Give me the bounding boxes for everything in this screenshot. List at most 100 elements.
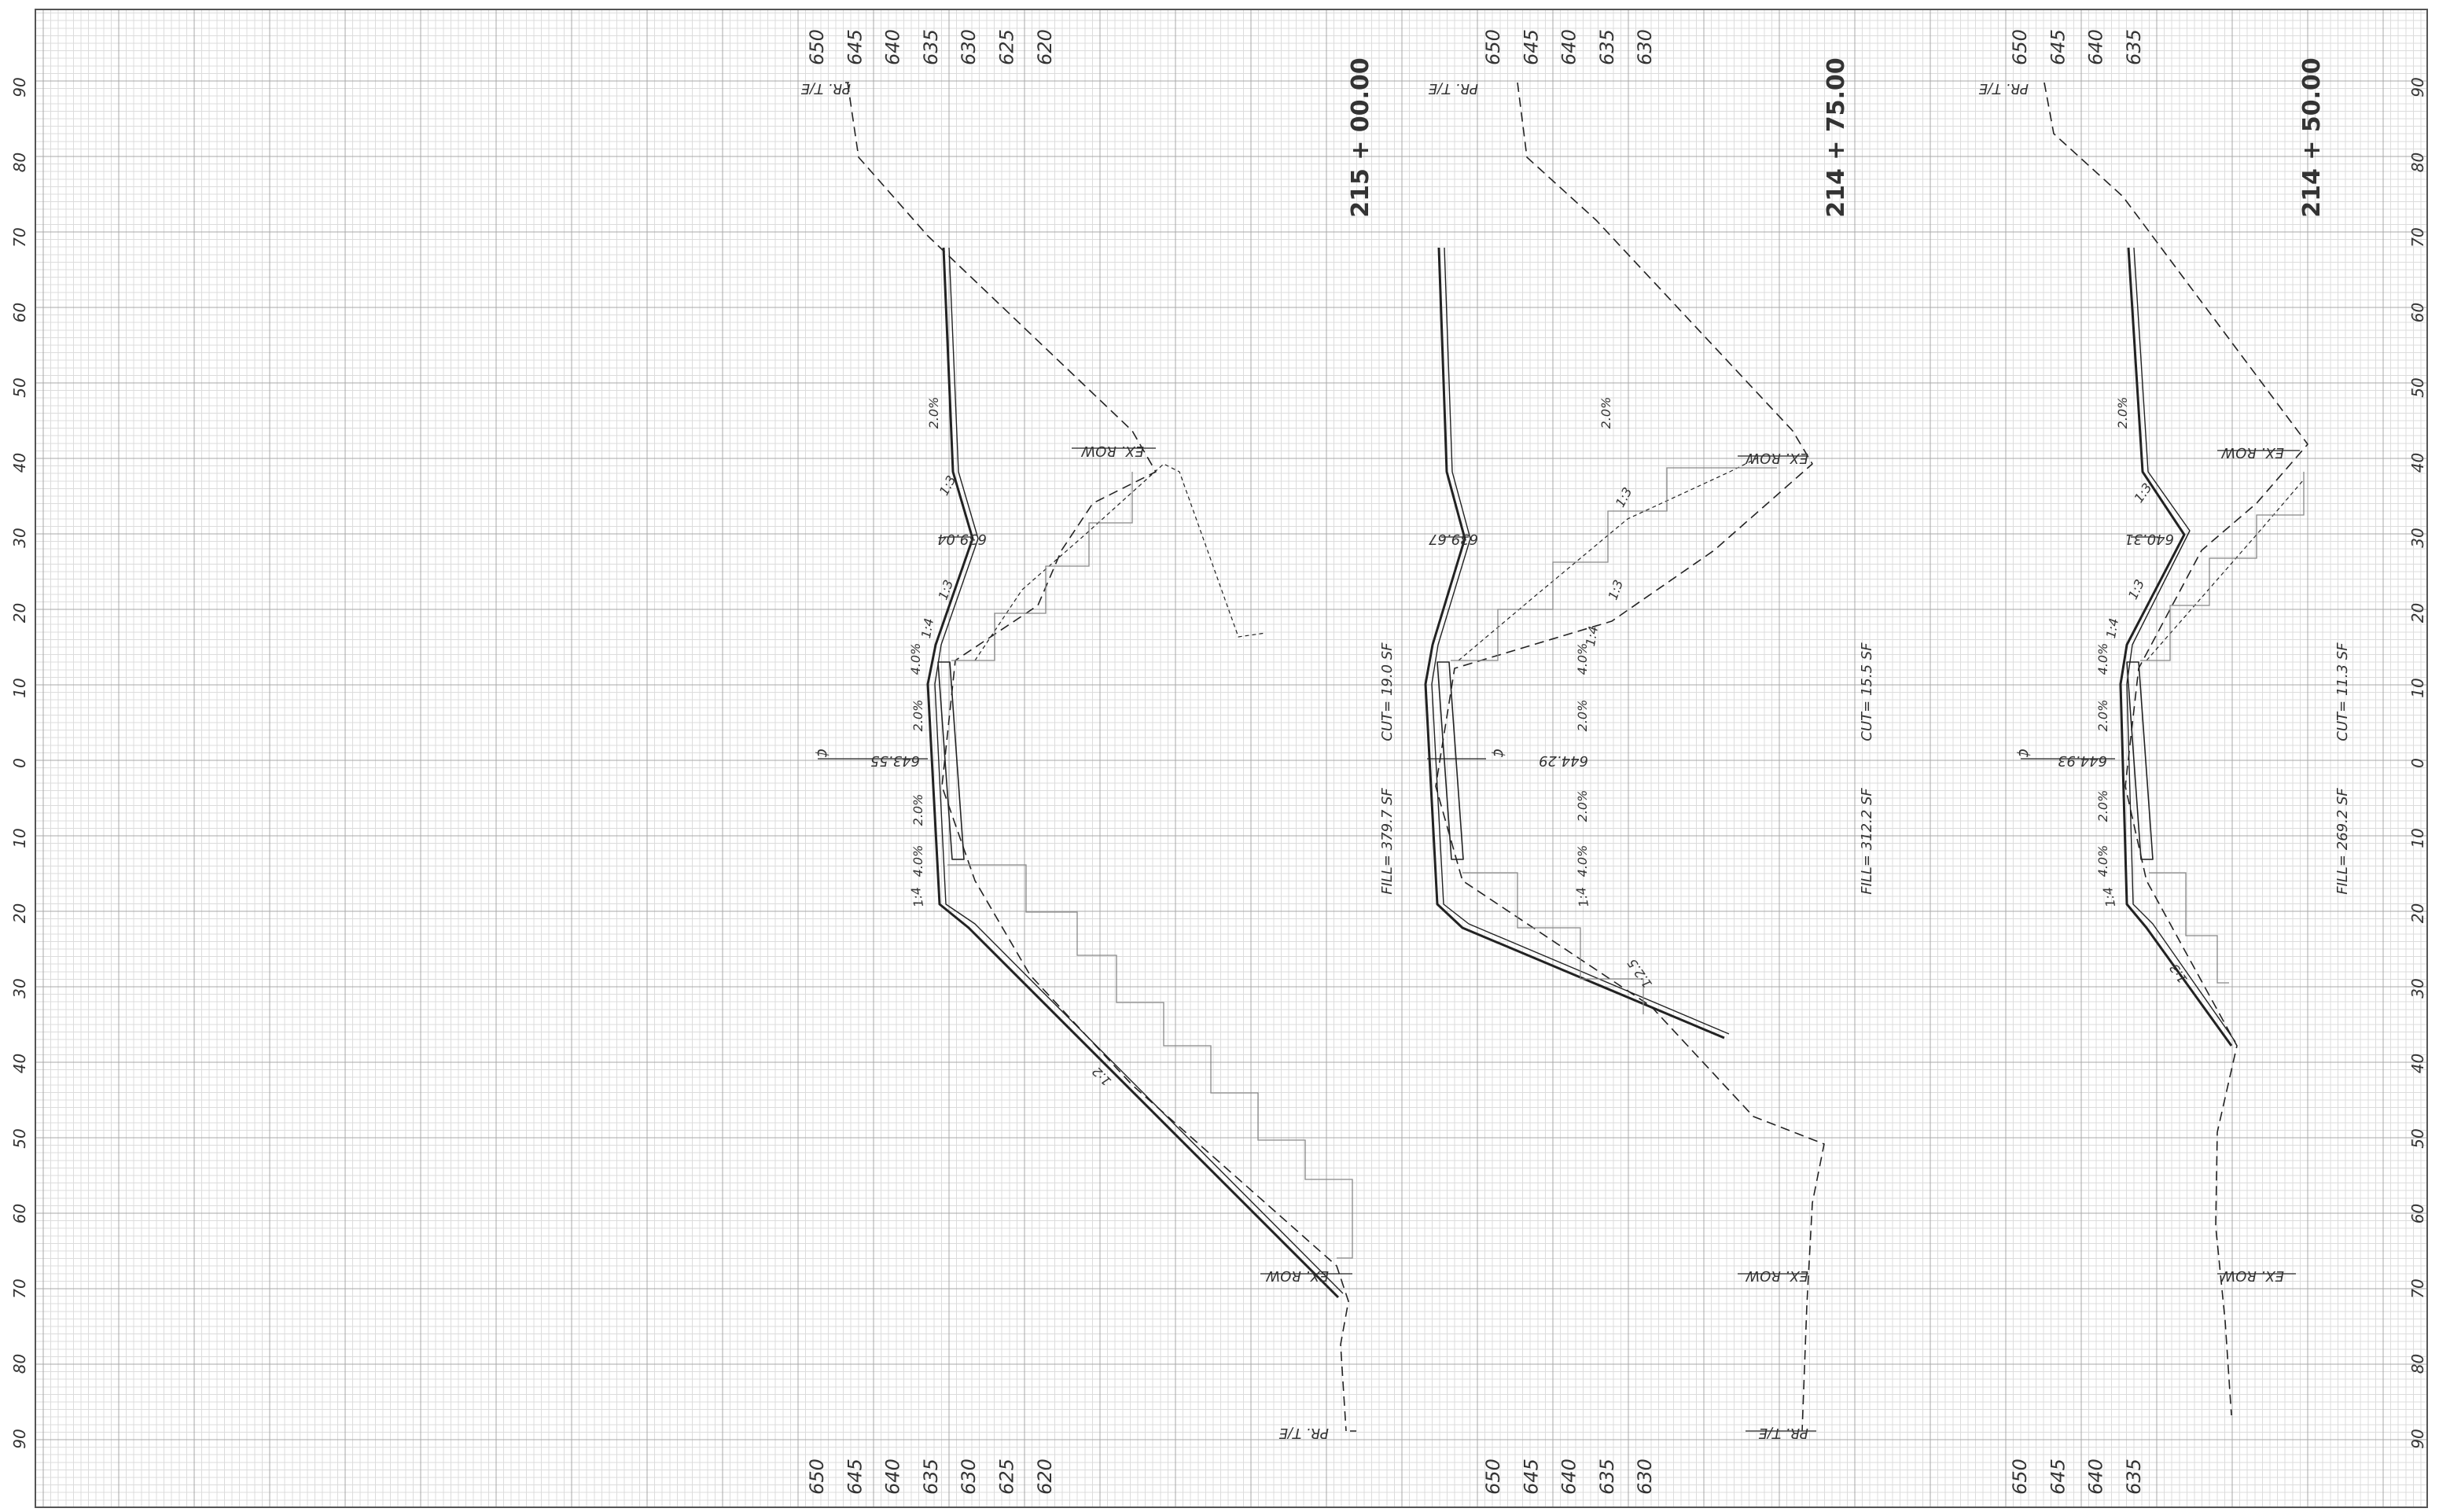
offset-tick-label: 80 [10, 153, 29, 172]
offset-tick-label: 40 [10, 1054, 29, 1073]
leaders [1427, 455, 1816, 1432]
offset-tick-label: 50 [2408, 1128, 2427, 1148]
elevation-label: 650 [806, 1459, 828, 1495]
slope-label: 1:4 [908, 886, 926, 909]
elevation-label: 635 [920, 1459, 942, 1495]
slope-label: 1:4 [2103, 617, 2121, 640]
existing-ground-alt [1458, 455, 1762, 661]
ex-row-label-bottom: EX. ROW [1745, 1267, 1808, 1284]
grade-label: 2.0% [2115, 397, 2130, 429]
elevation-label: 630 [1634, 29, 1656, 65]
offset-tick-label: 30 [10, 528, 29, 547]
elevation-label: 620 [1034, 1459, 1056, 1495]
grade-label: 4.0% [2095, 845, 2110, 877]
grade-label: 4.0% [1575, 845, 1590, 877]
elevation-label: 645 [1520, 29, 1542, 65]
offset-tick-label: 30 [2408, 528, 2427, 547]
slope-label: 1:4 [1573, 886, 1591, 909]
offset-tick-label: 80 [2408, 1354, 2427, 1374]
excavation-stairs [2140, 472, 2305, 984]
elevation-label: 650 [1482, 1459, 1504, 1495]
centerline-symbol: ¢ [814, 749, 833, 759]
offset-tick-label: 0 [10, 758, 29, 768]
elevation-label: 640 [1558, 29, 1580, 65]
pavement-box [937, 661, 965, 860]
elevation-label: 645 [844, 29, 866, 65]
sheet-border [35, 9, 2428, 1508]
elevation-label: 650 [2009, 1459, 2031, 1495]
offset-tick-label: 20 [2408, 603, 2427, 623]
centerline-symbol: ¢ [2015, 749, 2034, 759]
ex-row-label-top: EX. ROW [1080, 443, 1144, 459]
offset-tick-label: 50 [2408, 377, 2427, 397]
offset-tick-label: 20 [2408, 903, 2427, 923]
elevation-label: 630 [958, 29, 980, 65]
elevation-label: 640 [1558, 1459, 1580, 1495]
offset-tick-label: 60 [10, 1204, 29, 1223]
offset-tick-label: 80 [10, 1354, 29, 1374]
grade-label: 2.0% [1598, 397, 1613, 429]
ditch-elevation: 639.04 [937, 531, 987, 547]
elevation-label: 645 [1520, 1459, 1542, 1495]
pr-te-label-top: PR. T/E [1978, 80, 2029, 97]
grade-label: 2.0% [910, 794, 925, 826]
offset-tick-label: 10 [10, 678, 29, 697]
grade-label: 2.0% [1575, 700, 1590, 732]
elevation-label: 635 [2123, 29, 2145, 65]
cut-area: CUT= 11.3 SF [2334, 642, 2351, 741]
centerline-elevation: 644.93 [2058, 752, 2107, 769]
elevation-label: 635 [1596, 29, 1618, 65]
station-label: 215 + 00.00 [1347, 57, 1374, 218]
offset-tick-label: 30 [10, 978, 29, 998]
offset-tick-label: 10 [2408, 678, 2427, 697]
elevation-label: 635 [920, 29, 942, 65]
ex-row-label-bottom: EX. ROW [1265, 1267, 1329, 1284]
slope-label: 1:4 [1583, 625, 1601, 648]
offset-tick-label: 40 [2408, 453, 2427, 473]
leaders [818, 447, 1352, 1275]
grade-label: 2.0% [2095, 790, 2110, 822]
grade-label: 4.0% [2095, 643, 2110, 675]
ex-row-label-bottom: EX. ROW [2220, 1267, 2284, 1284]
ditch-elevation: 640.31 [2124, 531, 2174, 547]
cut-area: CUT= 19.0 SF [1379, 642, 1396, 741]
pr-te-label-top: PR. T/E [800, 80, 851, 97]
fill-area: FILL= 312.2 SF [1859, 788, 1875, 895]
centerline-symbol: ¢ [1490, 749, 1509, 759]
elevation-label: 650 [1482, 29, 1504, 65]
elevation-labels-top: 650 645 640 635 630 [1482, 29, 1656, 65]
elevation-label: 640 [2085, 1459, 2107, 1495]
offset-tick-label: 0 [2408, 758, 2427, 768]
offset-tick-label: 70 [10, 1278, 29, 1298]
offset-tick-label: 40 [10, 453, 29, 473]
proposed-template-inner [1431, 247, 1730, 1035]
pr-te-label-bottom: PR. T/E [1758, 1425, 1808, 1441]
elevation-label: 625 [996, 1459, 1018, 1495]
elevation-label: 650 [2009, 29, 2031, 65]
offset-tick-label: 20 [10, 603, 29, 623]
existing-ground-alt [974, 463, 1267, 661]
offset-tick-label: 70 [2408, 227, 2427, 247]
centerline-elevation: 644.29 [1539, 752, 1588, 769]
pavement-box [1437, 661, 1464, 860]
offset-tick-label: 90 [10, 77, 29, 97]
grade-label: 2.0% [1575, 790, 1590, 822]
pr-te-label-top: PR. T/E [1428, 80, 1478, 97]
fill-area: FILL= 379.7 SF [1379, 788, 1396, 895]
offset-tick-label: 70 [10, 227, 29, 247]
proposed-te-limit [845, 82, 1356, 1432]
elevation-label: 625 [996, 29, 1018, 65]
offset-tick-label: 90 [2408, 77, 2427, 97]
elevation-label: 630 [958, 1459, 980, 1495]
proposed-template-inner [2126, 247, 2236, 1043]
offset-tick-label: 60 [2408, 1204, 2427, 1223]
elevation-label: 645 [844, 1459, 866, 1495]
ex-row-label-top: EX. ROW [1745, 450, 1808, 466]
